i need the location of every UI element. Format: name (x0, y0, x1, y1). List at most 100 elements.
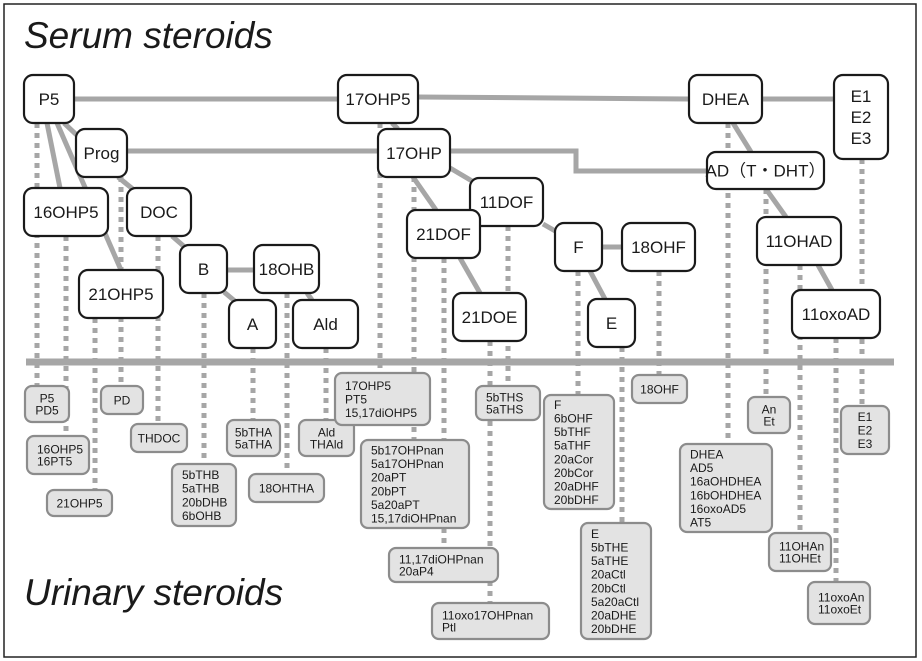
pathway-edges (44, 94, 835, 304)
urinary-node-label: 5bTHA (235, 426, 272, 440)
urinary-node-box (23, 384, 71, 424)
urinary-node-label: 5aTHA (235, 438, 272, 452)
urinary-node-label: PT5 (345, 393, 367, 407)
urinary-node-label: THAld (310, 438, 343, 452)
urinary-node-box (678, 442, 774, 534)
urinary-node-label: 15,17diOHP5 (345, 406, 417, 420)
pathway-edge-18ohb-to-ald (304, 291, 315, 302)
urinary-node-box (129, 422, 189, 454)
serum-node-11oxoad: 11oxoAD (790, 288, 882, 340)
serum-steroids-title: Serum steroids (24, 15, 273, 56)
serum-node-label: 11OHAD (766, 232, 833, 251)
urinary-node-18ohb: 18OHTHA (247, 472, 326, 504)
serum-node-label: P5 (39, 90, 60, 109)
serum-node-label: DOC (140, 203, 178, 222)
urinary-nodes: P5PD5PD16OHP516PT5THDOC21OHP55bTHB5aTHB2… (23, 371, 891, 641)
urinary-node-21ohp5: 21OHP5 (45, 488, 114, 518)
serum-node-label: B (198, 260, 209, 279)
serum-node-label: 21DOE (462, 308, 518, 327)
serum-node-18ohf: 18OHF (620, 221, 697, 273)
serum-node-label: 21DOF (416, 225, 471, 244)
urinary-node-box (767, 531, 833, 573)
urinary-node-box (839, 404, 891, 456)
pathway-edge-11ohad-to-11oxoad (815, 263, 835, 292)
urinary-node-label: 5bTHB (182, 468, 219, 482)
urinary-node-label: PD (114, 394, 131, 408)
pathway-edge-dhea-to-ad (730, 121, 754, 154)
serum-node-label: Prog (84, 144, 120, 163)
urinary-node-label: AD5 (690, 461, 714, 475)
pathway-edge-f-to-e (587, 269, 608, 301)
serum-node-11dof: 11DOF (468, 176, 545, 228)
urinary-node-label: 11,17diOHPnan (399, 553, 484, 567)
urinary-node-label: 5bTHS (486, 391, 523, 405)
serum-node-21dof: 21DOF (405, 208, 482, 260)
serum-node-box (620, 221, 697, 273)
urinary-node-label: 20bPT (371, 484, 407, 498)
serum-node-21doe: 21DOE (451, 291, 528, 343)
serum-node-ald: Ald (291, 298, 360, 350)
urinary-node-label: 16OHP5 (37, 443, 83, 457)
urinary-node-label: E3 (858, 437, 873, 451)
serum-node-label: 18OHB (259, 260, 315, 279)
urinary-node-label: 17OHP5 (345, 379, 391, 393)
serum-node-box (586, 297, 637, 349)
serum-node-box (336, 73, 420, 125)
urinary-node-label: 5a20aPT (371, 498, 420, 512)
serum-node-label: A (247, 315, 259, 334)
serum-node-16ohp5: 16OHP5 (22, 186, 110, 238)
urinary-node-box (45, 488, 114, 518)
serum-node-box (553, 221, 604, 273)
serum-node-box (376, 127, 452, 179)
urinary-node-label: 16bOHDHEA (690, 488, 761, 502)
urinary-node-label: 11oxoEt (818, 603, 862, 617)
serum-node-a: A (227, 298, 278, 350)
serum-node-dhea: DHEA (687, 73, 764, 125)
urinary-node-box (630, 373, 689, 405)
serum-node-box (451, 291, 528, 343)
serum-node-18ohb: 18OHB (252, 243, 321, 295)
urinary-node-label: 16oxoAD5 (690, 502, 746, 516)
serum-node-label: 21OHP5 (88, 285, 153, 304)
urinary-node-box (297, 418, 356, 458)
urinary-node-label: PD5 (35, 404, 59, 418)
serum-node-label: E2 (851, 108, 872, 127)
serum-node-label: 11oxoAD (802, 305, 871, 324)
urinary-node-label: 20bDHB (182, 495, 227, 509)
urinary-node-label: F (554, 398, 561, 412)
serum-node-label: AD（T・DHT） (706, 162, 826, 181)
urinary-node-label: THDOC (138, 432, 181, 446)
urinary-node-label: 11OHAn (779, 540, 824, 554)
urinary-node-label: 6bOHB (182, 509, 221, 523)
serum-node-box (687, 73, 764, 125)
serum-node-label: 16OHP5 (33, 203, 98, 222)
urinary-node-label: 20aCor (554, 452, 593, 466)
urinary-node-label: AT5 (690, 516, 711, 530)
urinary-node-box (247, 472, 326, 504)
serum-node-f: F (553, 221, 604, 273)
serum-node-label: E1 (851, 87, 872, 106)
pathway-edge-17ohp-to-11dof (448, 165, 474, 184)
serum-node-e: E (586, 297, 637, 349)
serum-node-box (405, 208, 482, 260)
urinary-node-label: Ald (318, 426, 335, 440)
urinary-node-label: 5aTHB (182, 482, 219, 496)
urinary-node-label: E1 (858, 410, 873, 424)
serum-node-box (755, 215, 843, 267)
urinary-node-label: DHEA (690, 448, 723, 462)
urinary-node-label: 15,17diOHPnan (371, 512, 456, 526)
serum-node-box (227, 298, 278, 350)
urinary-node-label: 20bDHE (591, 622, 636, 636)
serum-node-box (22, 186, 110, 238)
urinary-node-box (579, 521, 653, 641)
urinary-node-label: 16aOHDHEA (690, 475, 761, 489)
